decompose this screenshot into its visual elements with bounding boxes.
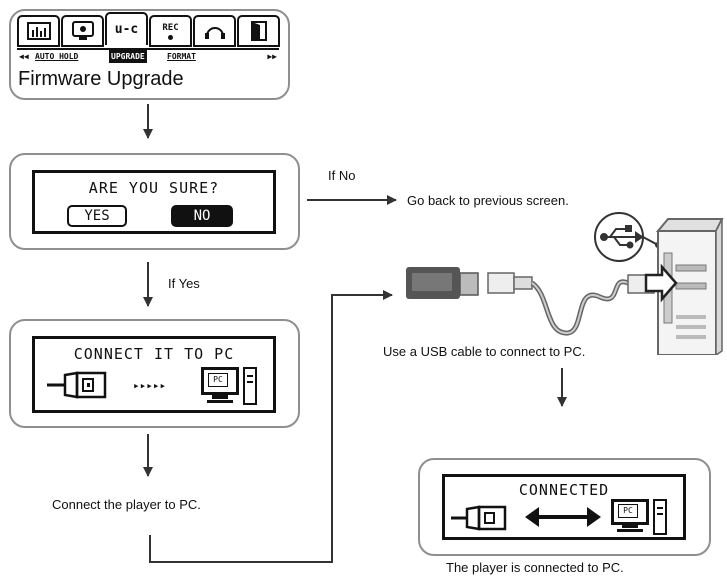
- connect-caption: Connect the player to PC.: [52, 497, 201, 512]
- menu-panel: u-c REC ◀◀ AUTO HOLD UPGRADE FORMAT ▶▶ F…: [9, 9, 290, 100]
- confirm-panel: ARE YOU SURE? YES NO: [9, 153, 300, 250]
- pc-tower: [653, 499, 667, 535]
- yes-button[interactable]: YES: [67, 205, 127, 227]
- confirm-prompt: ARE YOU SURE?: [88, 179, 220, 197]
- tab-screen: [61, 15, 104, 47]
- exit-door-icon: [250, 21, 267, 41]
- if-no-label: If No: [328, 168, 356, 183]
- pc-monitor: PC: [201, 367, 239, 395]
- headphone-icon: [204, 27, 225, 39]
- submenu-bar: ◀◀ AUTO HOLD UPGRADE FORMAT ▶▶: [17, 48, 279, 63]
- connect-panel: CONNECT IT TO PC ▸▸▸▸▸ PC: [9, 319, 300, 428]
- tab-headphone: [193, 15, 236, 47]
- pc-icon: PC: [201, 367, 259, 405]
- tab-equalizer: [17, 15, 60, 47]
- submenu-item-format: FORMAT: [167, 52, 196, 61]
- plug-in-arrow-icon: [644, 263, 678, 303]
- usb-cable-illustration: [406, 212, 724, 355]
- pc-screen-label: PC: [208, 373, 228, 387]
- go-back-text: Go back to previous screen.: [407, 193, 569, 208]
- tab-record: REC: [149, 15, 192, 47]
- arrow-to-usb: [149, 290, 393, 563]
- connected-panel: CONNECTED PC: [418, 458, 711, 556]
- transfer-arrows: ▸▸▸▸▸: [133, 379, 167, 392]
- submenu-item-upgrade: UPGRADE: [109, 50, 147, 63]
- screen-icon: [71, 21, 94, 40]
- pc-tower: [243, 367, 257, 405]
- usb-cable-plug-left: [487, 272, 533, 294]
- pc-monitor: PC: [611, 499, 649, 525]
- connected-lcd: CONNECTED PC: [442, 474, 686, 540]
- tab-usb-upgrade: u-c: [105, 12, 148, 45]
- record-label: REC: [162, 22, 179, 33]
- usb-caption: Use a USB cable to connect to PC.: [383, 344, 586, 359]
- usb-plug-icon: [451, 505, 507, 531]
- usb-symbol-icon: [600, 225, 644, 249]
- connect-prompt: CONNECT IT TO PC: [73, 345, 235, 363]
- pc-screen-label: PC: [618, 504, 638, 518]
- menu-caption: Firmware Upgrade: [18, 68, 184, 90]
- no-button[interactable]: NO: [171, 205, 233, 227]
- usb-upgrade-icon: u-c: [114, 22, 139, 37]
- connect-lcd: CONNECT IT TO PC ▸▸▸▸▸ PC: [32, 336, 276, 413]
- pc-icon: PC: [611, 499, 669, 535]
- submenu-right-arrow: ▶▶: [267, 52, 277, 61]
- usb-plug-icon: [47, 371, 107, 399]
- bidirectional-arrow-icon: [525, 507, 601, 527]
- submenu-left-arrow: ◀◀: [19, 52, 29, 61]
- submenu-item-auto-hold: AUTO HOLD: [35, 52, 79, 61]
- if-yes-label: If Yes: [168, 276, 200, 291]
- usb-device-connector: [406, 267, 479, 299]
- record-icon: [168, 34, 173, 40]
- connected-caption: The player is connected to PC.: [446, 560, 624, 575]
- tab-exit: [237, 15, 280, 47]
- connected-prompt: CONNECTED: [518, 481, 610, 499]
- confirm-lcd: ARE YOU SURE? YES NO: [32, 170, 276, 234]
- equalizer-icon: [26, 22, 51, 40]
